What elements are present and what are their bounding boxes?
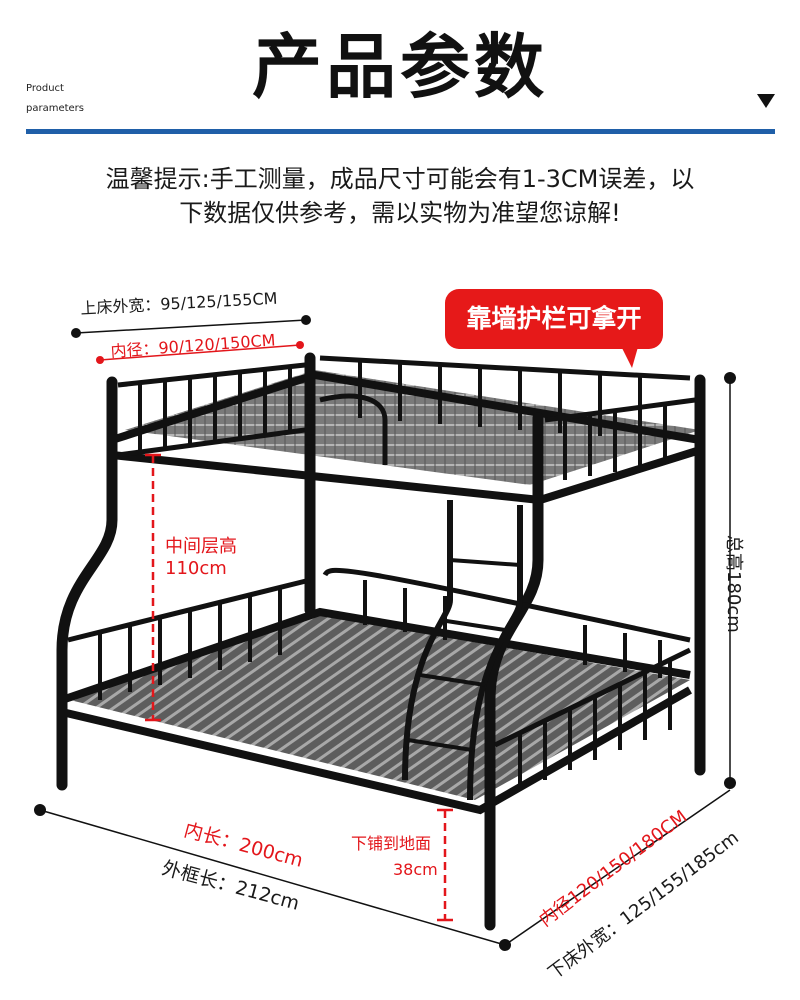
page-title: 产品参数	[252, 26, 548, 108]
dim-line-upper-inner	[99, 344, 301, 361]
upper-deck-mesh	[125, 370, 700, 485]
notice-line1: 温馨提示:手工测量，成品尺寸可能会有1-3CM误差，以	[105, 165, 695, 193]
upper-left-bars	[138, 366, 292, 452]
ladder-rail-left	[402, 500, 453, 781]
label-middle-height: 中间层高	[165, 536, 237, 557]
lower-right-guard	[493, 647, 692, 748]
dim-line-upper-outer	[75, 319, 307, 334]
label-lower-to-ground: 下铺到地面	[351, 834, 432, 853]
upper-back-guard	[319, 355, 691, 381]
upper-right-guard	[544, 397, 696, 423]
lower-back-guard	[322, 567, 691, 643]
post-front-left	[56, 376, 118, 791]
header-eng-line1: Product	[26, 83, 64, 94]
lower-left-bars	[98, 588, 282, 700]
label-total-height: 总高180cm	[723, 535, 744, 633]
ladder-rail-right	[467, 505, 523, 801]
lower-right-bars	[518, 661, 672, 790]
callout-pointer	[618, 340, 640, 368]
upper-back-bars	[358, 360, 642, 439]
notice-line2: 下数据仅供参考，需以实物为准望您谅解!	[179, 199, 621, 227]
callout-badge: 靠墙护栏可拿开	[445, 289, 663, 349]
arrow-down-icon	[757, 94, 775, 108]
lower-deck-slats	[70, 615, 690, 800]
label-middle-height-value: 110cm	[165, 558, 227, 579]
dim-line-lower-outer	[504, 789, 731, 946]
label-lower-to-ground-value: 38cm	[393, 860, 438, 879]
dim-line-outer-length	[39, 809, 506, 946]
ladder-rungs	[407, 558, 521, 752]
notice: 温馨提示:手工测量，成品尺寸可能会有1-3CM误差，以 下数据仅供参考，需以实物…	[0, 162, 800, 230]
upper-left-guard	[117, 362, 306, 458]
upper-right-bars	[563, 406, 667, 480]
header-divider	[26, 129, 775, 134]
header-eng-line2: parameters	[26, 103, 85, 114]
upper-front-guard	[319, 393, 388, 465]
